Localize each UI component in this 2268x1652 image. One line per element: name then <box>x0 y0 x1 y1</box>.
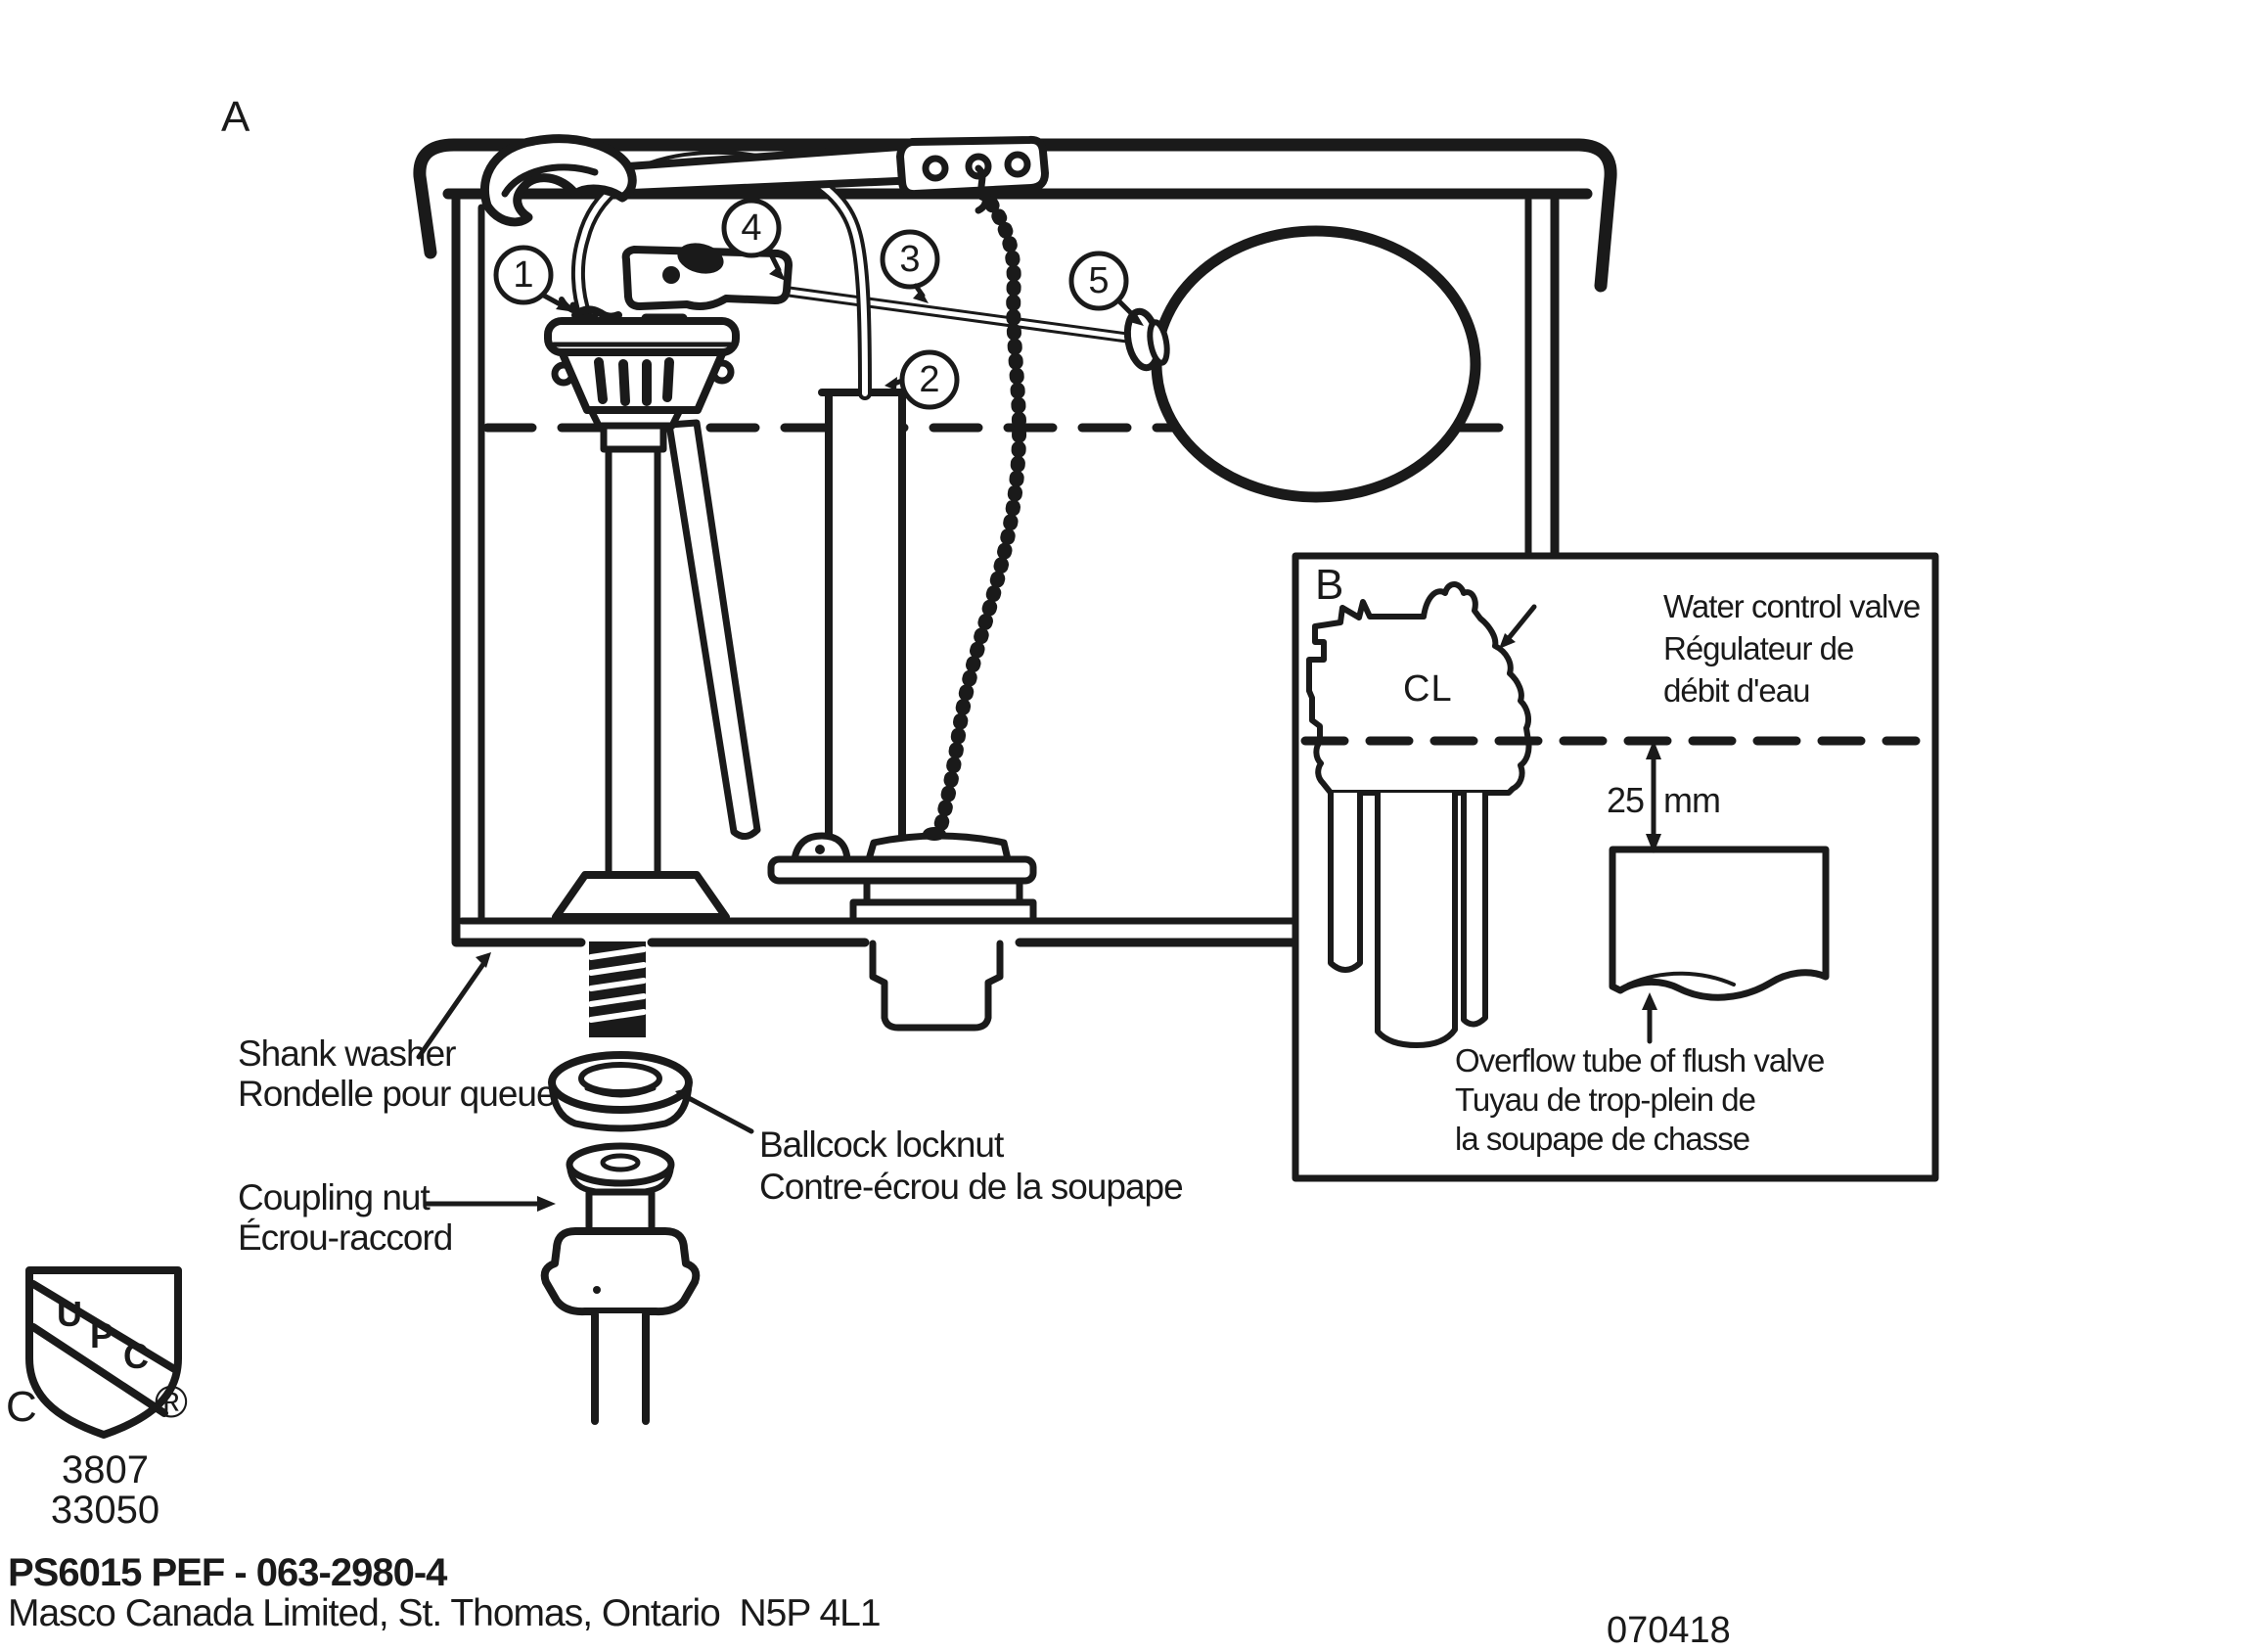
coupling-nut-label-fr: Écrou-raccord <box>238 1217 453 1258</box>
flush-handle <box>479 134 637 227</box>
cert-country-letter: C <box>6 1383 37 1431</box>
cert-file-number-1: 3807 <box>62 1448 149 1491</box>
callout-2: 2 <box>919 359 940 400</box>
callout-3: 3 <box>899 239 921 280</box>
shank-and-coupling <box>540 941 701 1425</box>
water-control-valve-label-fr2: débit d'eau <box>1663 672 1810 709</box>
shank-washer-label: Shank washer Rondelle pour queue <box>238 1033 557 1114</box>
float-ball <box>776 225 1481 503</box>
callout-5: 5 <box>1088 260 1110 301</box>
ballcock-fill-valve <box>544 243 793 924</box>
arrows <box>416 250 1144 1212</box>
upc-letter-u: U <box>57 1294 82 1334</box>
overflow-tube-label: Overflow tube of flush valve Tuyau de tr… <box>1455 1041 1825 1159</box>
panel-label-b: B <box>1315 561 1343 609</box>
coupling-nut-label-en: Coupling nut <box>238 1177 431 1217</box>
overflow-tube-label-fr1: Tuyau de trop-plein de <box>1455 1081 1756 1118</box>
ballcock-locknut-label-fr: Contre-écrou de la soupape <box>759 1167 1184 1207</box>
callout-circles <box>493 198 1129 410</box>
water-control-valve-label-fr1: Régulateur de <box>1663 630 1854 666</box>
flapper-chain <box>929 184 1027 849</box>
upc-letter-c: C <box>123 1336 149 1376</box>
overflow-tube-label-fr2: la soupape de chasse <box>1455 1121 1750 1157</box>
part-number: PS6015 PEF - 063-2980-4 <box>8 1551 447 1594</box>
inset-overflow-tube <box>1609 846 1830 1001</box>
dimension-value: 25 <box>1606 780 1645 820</box>
inset-box-b <box>1292 552 1939 1182</box>
manufacturer-line: Masco Canada Limited, St. Thomas, Ontari… <box>8 1592 882 1634</box>
dimension-unit: mm <box>1663 780 1721 820</box>
registered-mark: ® <box>155 1376 188 1427</box>
date-code: 070418 <box>1607 1610 1731 1651</box>
water-control-valve-label-en: Water control valve <box>1663 588 1921 624</box>
water-control-valve-label: Water control valve Régulateur de débit … <box>1663 585 1921 711</box>
callout-4: 4 <box>741 207 762 249</box>
callout-1: 1 <box>513 254 534 296</box>
overflow-tube-label-en: Overflow tube of flush valve <box>1455 1042 1825 1078</box>
overflow-tube <box>818 389 913 859</box>
ballcock-locknut-label: Ballcock locknut Contre-écrou de la soup… <box>759 1124 1184 1208</box>
cert-file-number-2: 33050 <box>50 1489 160 1532</box>
ballcock-locknut-label-en: Ballcock locknut <box>759 1124 1004 1165</box>
upc-letter-p: P <box>90 1315 114 1355</box>
upc-shield-logo <box>25 1266 182 1439</box>
shank-washer-label-fr: Rondelle pour queue <box>238 1074 557 1114</box>
panel-label-a: A <box>221 93 249 141</box>
shank-washer-label-en: Shank washer <box>238 1033 456 1074</box>
coupling-nut-label: Coupling nut Écrou-raccord <box>238 1177 453 1258</box>
centerline-label: CL <box>1403 668 1453 710</box>
flush-valve <box>767 827 1037 1032</box>
